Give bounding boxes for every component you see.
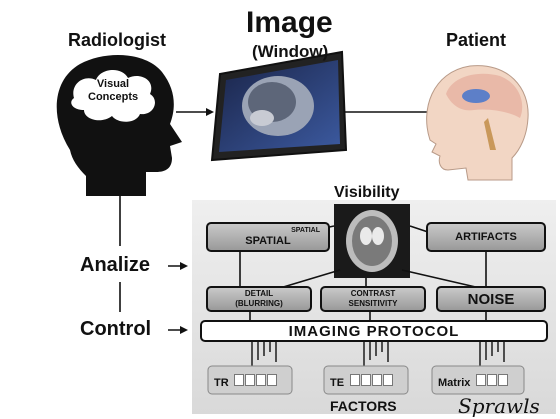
contrast-box: CONTRAST SENSITIVITY	[320, 286, 426, 312]
patient-label: Patient	[446, 30, 507, 50]
artifacts-box: ARTIFACTS	[426, 222, 546, 252]
imaging-protocol-box: IMAGING PROTOCOL	[200, 320, 548, 342]
control-label: Control	[80, 318, 152, 340]
factor-matrix-label: Matrix	[438, 377, 471, 389]
thought-cloud	[71, 69, 155, 122]
factor-te: TE	[330, 373, 393, 391]
factor-tr-label: TR	[214, 377, 229, 389]
visual-concepts-label: Visual Concepts	[88, 78, 138, 104]
patient-head-icon	[426, 65, 529, 181]
image-subtitle: (Window)	[252, 42, 329, 61]
visibility-label: Visibility	[334, 184, 400, 201]
factor-tr: TR	[214, 373, 278, 391]
analize-label: Analize	[80, 254, 151, 276]
spatial-small-label: SPATIAL	[291, 227, 320, 234]
factor-matrix: Matrix	[438, 373, 508, 391]
spatial-box: SPATIAL SPATIAL	[206, 222, 330, 252]
concepts-word: Concepts	[88, 91, 139, 103]
detail-label: DETAIL	[244, 289, 274, 298]
signature: Sprawls	[458, 394, 540, 418]
visual-word: Visual	[96, 78, 130, 90]
factors-title: FACTORS	[330, 398, 397, 414]
contrast-label: CONTRAST	[350, 289, 396, 298]
image-title: Image	[246, 6, 333, 39]
spatial-label: SPATIAL	[245, 234, 291, 247]
detail-box: DETAIL (BLURRING)	[206, 286, 312, 312]
blurring-label: (BLURRING)	[235, 299, 283, 308]
monitor-icon	[210, 50, 348, 162]
sensitivity-label: SENSITIVITY	[348, 299, 398, 308]
noise-box: NOISE	[436, 286, 546, 312]
factor-te-label: TE	[330, 377, 345, 389]
radiologist-label: Radiologist	[68, 30, 166, 50]
